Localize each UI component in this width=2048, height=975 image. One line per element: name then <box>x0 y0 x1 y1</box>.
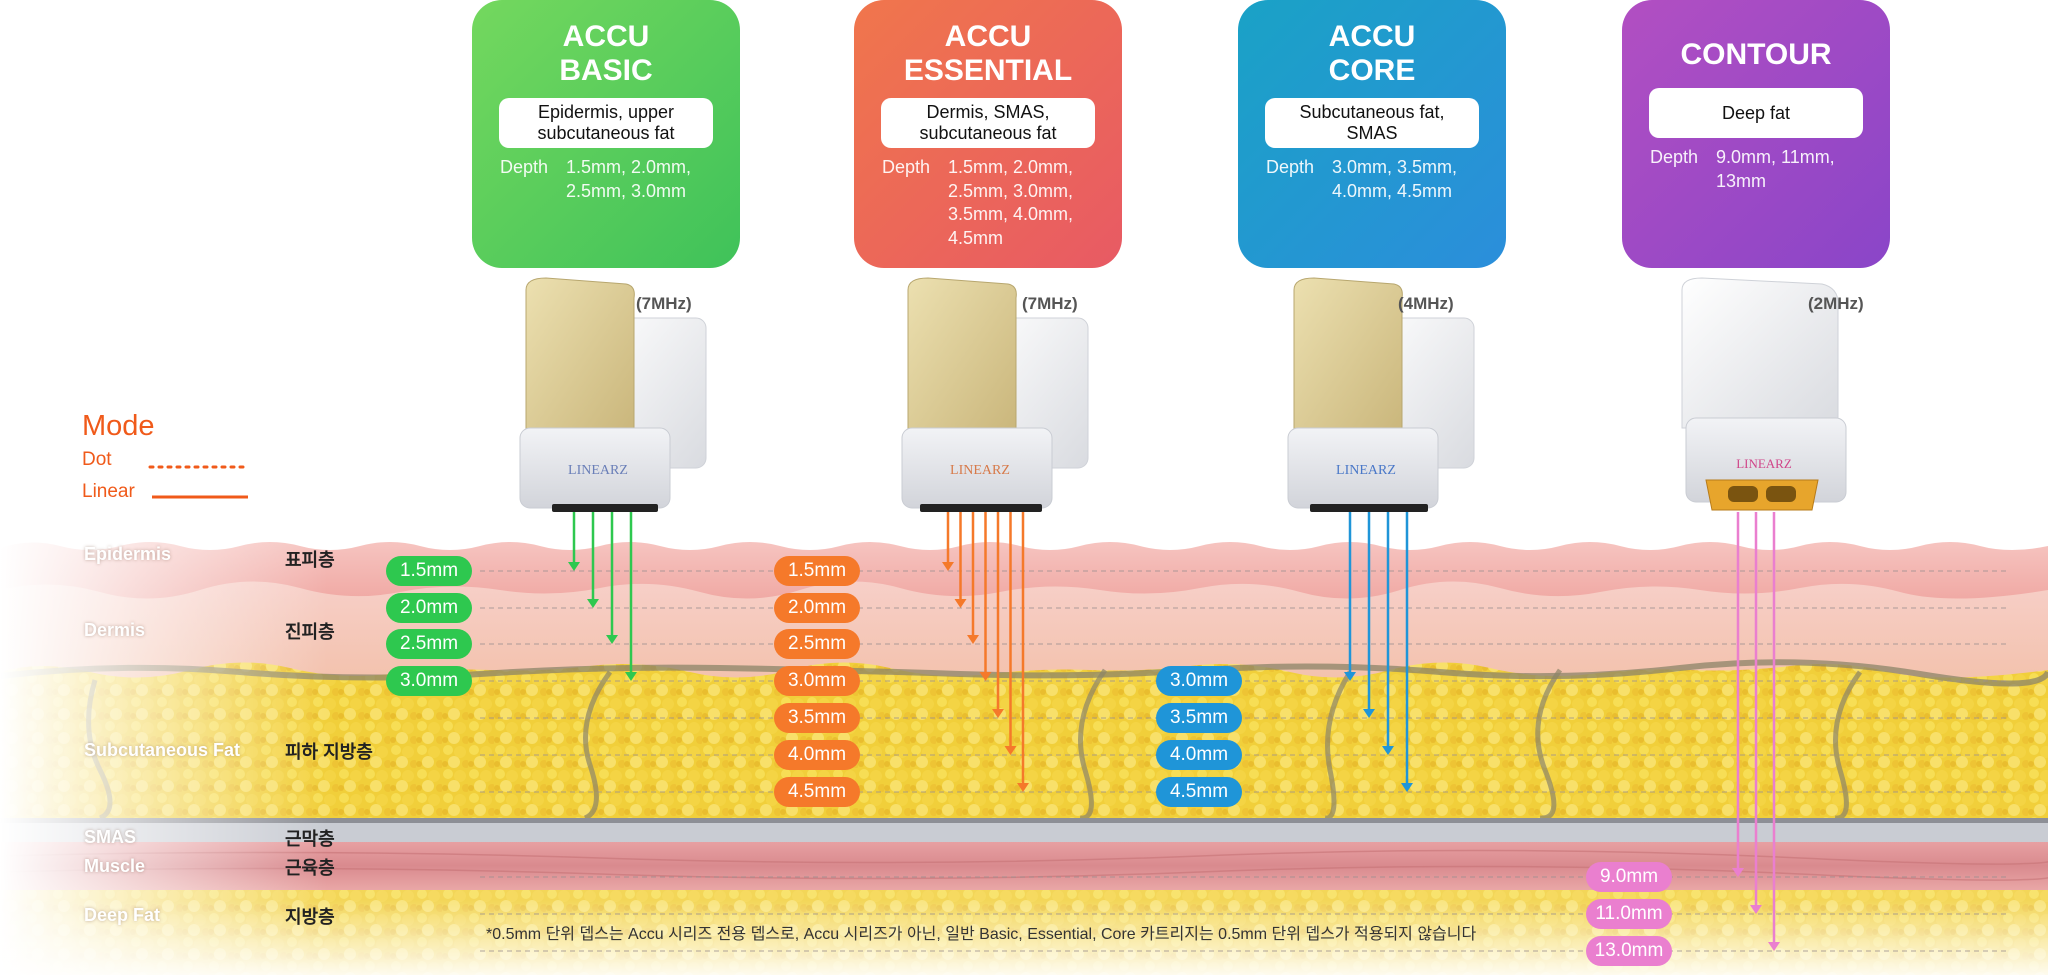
card-accu-essential: ACCU ESSENTIAL Dermis, SMAS, subcutaneou… <box>854 0 1122 268</box>
layer-epidermis: Epidermis <box>84 544 172 564</box>
depth-label: Depth <box>1266 157 1315 177</box>
layer-deep-fat: Deep Fat <box>84 905 161 925</box>
layer-subcutaneous-fat-ko: 피하 지방층 <box>285 742 373 762</box>
depth-label: Depth <box>500 157 549 177</box>
svg-text:LINEARZ: LINEARZ <box>950 463 1010 478</box>
arrow-basic <box>606 512 618 644</box>
arrow-basic <box>587 512 599 608</box>
layer-smas: SMAS <box>84 827 137 847</box>
frequency-core: (4MHz) <box>1398 294 1454 313</box>
depth-tag-basic: 2.5mm <box>386 629 472 659</box>
depth-tag-core: 4.5mm <box>1156 777 1242 807</box>
card-title: ACCU ESSENTIAL <box>903 20 1073 87</box>
linear-mode-label: Linear <box>82 481 135 502</box>
depth-tag-contour: 9.0mm <box>1586 862 1672 892</box>
mode-title: Mode <box>82 410 155 442</box>
arrow-core <box>1344 512 1356 681</box>
footnote: *0.5mm 단위 뎁스는 Accu 시리즈 전용 뎁스로, Accu 시리즈가… <box>486 926 1477 943</box>
probe-accu-essential: LINEARZ <box>901 277 1089 512</box>
depth-label: Depth <box>1650 147 1699 167</box>
card-title: ACCU CORE <box>1328 20 1416 87</box>
frequency-basic: (7MHz) <box>636 294 692 313</box>
arrow-essential <box>1017 512 1029 792</box>
depth-tag-essential: 2.0mm <box>774 593 860 623</box>
layer-epidermis-ko: 표피층 <box>285 550 335 570</box>
layer-deep-fat-ko: 지방층 <box>285 907 335 927</box>
depth-values: 1.5mm, 2.0mm, 2.5mm, 3.0mm <box>566 157 692 201</box>
depth-tag-essential: 4.5mm <box>774 777 860 807</box>
depth-tag-essential: 3.5mm <box>774 703 860 733</box>
layer-muscle: Muscle <box>84 856 146 876</box>
layer-dermis: Dermis <box>84 620 146 640</box>
svg-text:LINEARZ: LINEARZ <box>568 463 628 478</box>
depth-tag-essential: 3.0mm <box>774 666 860 696</box>
arrow-contour <box>1768 512 1780 951</box>
frequency-contour: (2MHz) <box>1808 294 1864 313</box>
card-tissue: Dermis, SMAS, subcutaneous fat <box>881 98 1095 148</box>
probe-accu-basic: LINEARZ <box>519 277 707 512</box>
arrow-essential <box>967 512 979 644</box>
mode-legend: Mode Dot Linear <box>82 410 155 507</box>
card-tissue: Deep fat <box>1649 88 1863 138</box>
frequency-essential: (7MHz) <box>1022 294 1078 313</box>
depth-guide-lines <box>480 570 2010 952</box>
card-contour: CONTOUR Deep fat Depth 9.0mm, 11mm, 13mm <box>1622 0 1890 268</box>
arrow-essential <box>992 512 1004 718</box>
depth-tag-contour: 11.0mm <box>1586 899 1672 929</box>
depth-tag-core: 3.0mm <box>1156 666 1242 696</box>
arrow-core <box>1382 512 1394 755</box>
layer-subcutaneous-fat: Subcutaneous Fat <box>84 740 241 760</box>
depth-tag-essential: 1.5mm <box>774 556 860 586</box>
arrow-basic <box>625 512 637 681</box>
arrow-basic <box>568 512 580 571</box>
card-title: ACCU BASIC <box>559 20 653 87</box>
arrow-essential <box>979 512 992 681</box>
arrow-essential <box>1004 512 1017 755</box>
depth-tag-core: 4.0mm <box>1156 740 1242 770</box>
layer-dermis-ko: 진피층 <box>285 622 335 642</box>
layer-muscle-ko: 근육층 <box>285 858 335 878</box>
arrow-core <box>1363 512 1375 718</box>
probe-accu-core: LINEARZ <box>1287 277 1475 512</box>
arrow-essential <box>942 512 954 571</box>
card-accu-core: ACCU CORE Subcutaneous fat, SMAS Depth 3.… <box>1238 0 1506 268</box>
depth-tag-basic: 2.0mm <box>386 593 472 623</box>
svg-text:LINEARZ: LINEARZ <box>1336 463 1396 478</box>
depth-label: Depth <box>882 157 931 177</box>
arrow-core <box>1401 512 1413 792</box>
depth-values: 3.0mm, 3.5mm, 4.0mm, 4.5mm <box>1332 157 1458 201</box>
depth-tag-basic: 3.0mm <box>386 666 472 696</box>
card-accu-basic: ACCU BASIC Epidermis, upper subcutaneous… <box>472 0 740 268</box>
depth-tag-essential: 2.5mm <box>774 629 860 659</box>
arrow-essential <box>954 512 967 608</box>
dot-mode-label: Dot <box>82 449 112 470</box>
arrow-contour <box>1732 512 1744 877</box>
probe-contour: LINEARZ <box>1681 277 1847 511</box>
svg-text:LINEARZ: LINEARZ <box>1736 456 1792 471</box>
layer-smas-ko: 근막층 <box>285 829 335 849</box>
depth-tag-essential: 4.0mm <box>774 740 860 770</box>
energy-arrows <box>568 512 1780 951</box>
card-tissue: Epidermis, upper subcutaneous fat <box>499 98 713 148</box>
depth-values: 1.5mm, 2.0mm, 2.5mm, 3.0mm, 3.5mm, 4.0mm… <box>948 157 1074 248</box>
card-tissue: Subcutaneous fat, SMAS <box>1265 98 1479 148</box>
depth-tag-core: 3.5mm <box>1156 703 1242 733</box>
card-title: CONTOUR <box>1680 38 1832 71</box>
depth-tag-contour: 13.0mm <box>1586 936 1672 966</box>
depth-values: 9.0mm, 11mm, 13mm <box>1716 147 1835 191</box>
arrow-contour <box>1750 512 1762 914</box>
depth-tag-basic: 1.5mm <box>386 556 472 586</box>
